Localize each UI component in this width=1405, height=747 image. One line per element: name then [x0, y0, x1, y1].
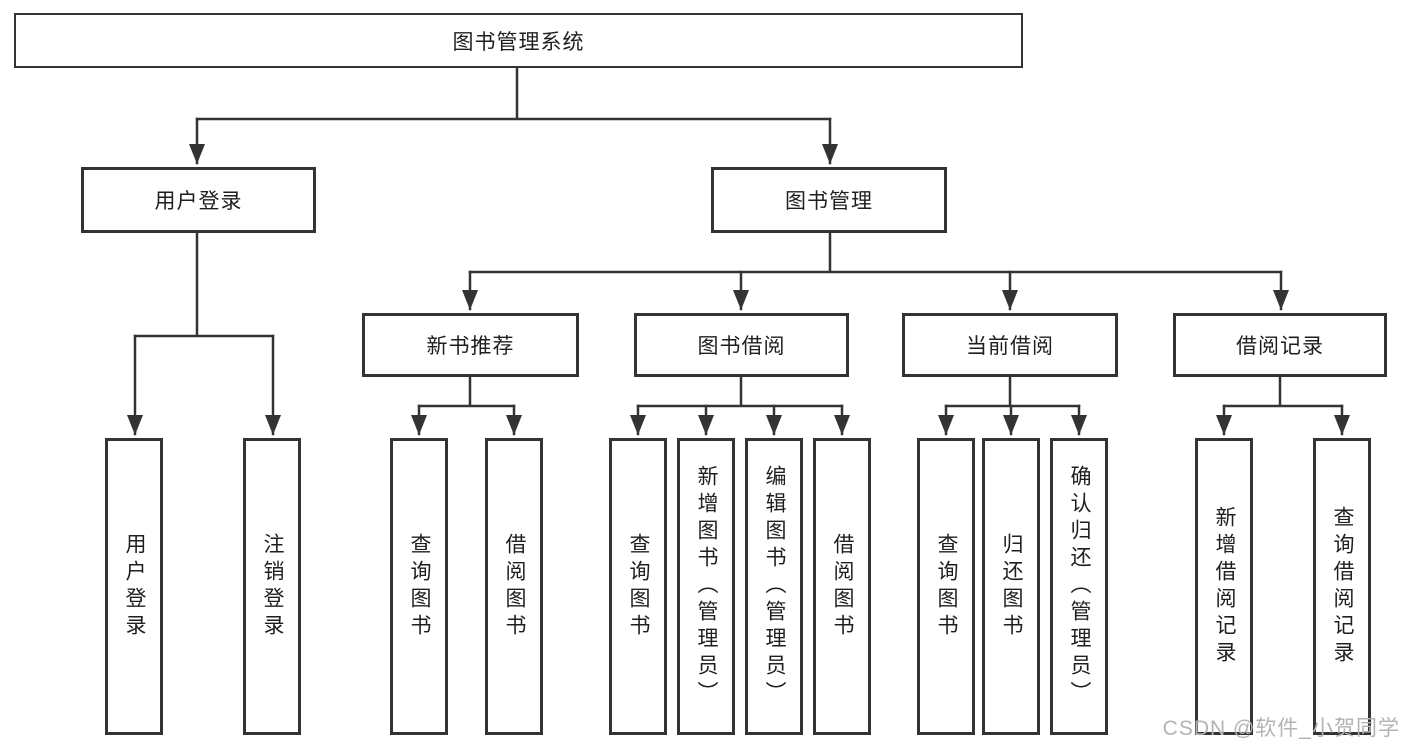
csdn-watermark: CSDN @软件_小贺同学 [1162, 717, 1400, 740]
leaf-query-borrow-record: 查询借阅记录 [1313, 438, 1371, 735]
leaf-logout-login: 注销登录 [243, 438, 301, 735]
leaf-query-books-borrowing: 查询图书 [609, 438, 667, 735]
leaf-user-login: 用户登录 [105, 438, 163, 735]
leaf-confirm-return-admin: 确认归还（管理员） [1050, 438, 1108, 735]
leaf-add-borrow-record: 新增借阅记录 [1195, 438, 1253, 735]
node-library-management-system: 图书管理系统 [14, 13, 1023, 68]
node-book-borrowing: 图书借阅 [634, 313, 849, 377]
leaf-borrow-books-borrowing: 借阅图书 [813, 438, 871, 735]
leaf-query-books-recommend: 查询图书 [390, 438, 448, 735]
node-borrowing-records: 借阅记录 [1173, 313, 1387, 377]
leaf-add-book-admin: 新增图书（管理员） [677, 438, 735, 735]
leaf-borrow-books-recommend: 借阅图书 [485, 438, 543, 735]
leaf-return-book: 归还图书 [982, 438, 1040, 735]
node-user-login: 用户登录 [81, 167, 316, 233]
node-book-management: 图书管理 [711, 167, 947, 233]
leaf-query-books-current: 查询图书 [917, 438, 975, 735]
leaf-edit-book-admin: 编辑图书（管理员） [745, 438, 803, 735]
node-current-borrowing: 当前借阅 [902, 313, 1118, 377]
node-new-book-recommend: 新书推荐 [362, 313, 579, 377]
